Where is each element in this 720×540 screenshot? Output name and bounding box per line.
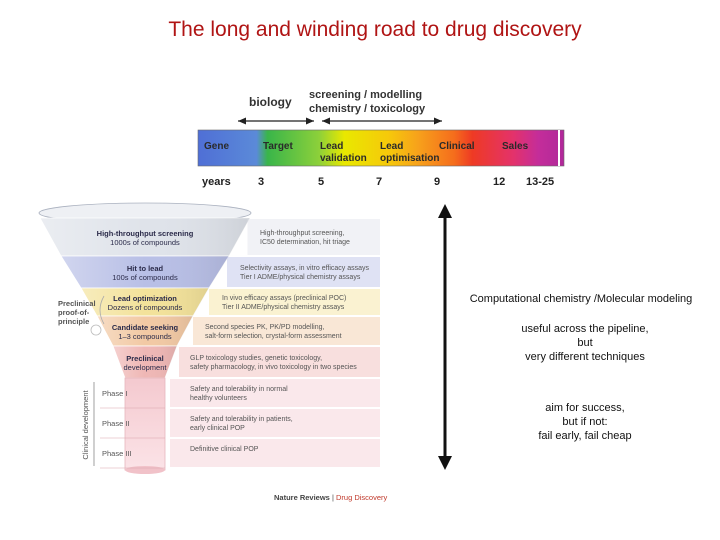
funnel-stage-name-2: Lead optimization: [113, 294, 177, 303]
year-3: 9: [434, 176, 440, 188]
screening-label: screening / modelling: [309, 89, 422, 101]
funnel-desc-line1-2: In vivo efficacy assays (preclinical POC…: [222, 295, 346, 302]
funnel-desc-line1-1: Selectivity assays, in vitro efficacy as…: [240, 265, 370, 272]
year-0: 3: [258, 176, 264, 188]
clinical-tube: [124, 377, 166, 471]
funnel-stage-detail-1: 100s of compounds: [112, 273, 178, 282]
funnel-desc-band-3: [193, 317, 380, 345]
funnel-desc-band-2: [209, 289, 380, 315]
funnel-stage-name-4: Preclinical: [126, 354, 164, 363]
stage-label-0: Gene: [204, 141, 229, 152]
biology-label: biology: [249, 95, 292, 109]
source-credit: Nature Reviews | Drug Discovery: [274, 493, 387, 502]
phase-desc-line2-1: early clinical POP: [190, 425, 245, 432]
useful-line-2: but: [577, 337, 593, 349]
years-label: years: [202, 176, 231, 188]
funnel-desc-line2-0: IC50 determination, hit triage: [260, 239, 350, 246]
source-section: Drug Discovery: [336, 493, 388, 502]
aim-line-2: but if not:: [562, 416, 608, 428]
aim-line-1: aim for success,: [545, 402, 625, 414]
source-journal: Nature Reviews: [274, 493, 330, 502]
useful-line-3: very different techniques: [525, 351, 645, 363]
funnel-desc-line1-4: GLP toxicology studies, genetic toxicolo…: [190, 355, 322, 362]
funnel-desc-band-4: [179, 347, 380, 377]
phase-desc-line1-0: Safety and tolerability in normal: [190, 386, 288, 393]
phase-desc-line1-2: Definitive clinical POP: [190, 446, 259, 453]
pipeline-bar: [198, 130, 564, 166]
phase-desc-line2-0: healthy volunteers: [190, 395, 247, 402]
years-row: years 3 5 7 9 12 13-25: [202, 176, 554, 188]
phase-desc-line1-1: Safety and tolerability in patients,: [190, 416, 293, 423]
funnel-desc-line1-0: High-throughput screening,: [260, 230, 344, 237]
funnel-stage-detail-4: development: [124, 363, 168, 372]
stage-label-4: Clinical: [439, 141, 475, 152]
year-5: 13-25: [526, 176, 554, 188]
year-2: 7: [376, 176, 382, 188]
funnel-desc-line1-3: Second species PK, PK/PD modelling,: [205, 324, 325, 331]
stage-label-3: Lead: [380, 141, 403, 152]
proof-of-principle-line-2: principle: [58, 317, 89, 326]
phase-name-0: Phase I: [102, 389, 127, 398]
screening-span-arrow: [322, 117, 442, 125]
clinical-development-label: Clinical development: [81, 389, 90, 459]
biology-span-arrow: [238, 117, 314, 125]
funnel-stage-name-1: Hit to lead: [127, 264, 164, 273]
funnel-desc-band-1: [227, 257, 380, 287]
funnel-stage-detail-3: 1–3 compounds: [118, 332, 172, 341]
year-4: 12: [493, 176, 505, 188]
useful-line-1: useful across the pipeline,: [521, 323, 649, 335]
funnel-desc-line2-1: Tier I ADME/physical chemistry assays: [240, 274, 361, 281]
phase-name-1: Phase II: [102, 419, 130, 428]
phase-desc-band-2: [170, 439, 380, 467]
aim-line-3: fail early, fail cheap: [538, 430, 632, 442]
tube-bottom: [125, 466, 165, 474]
funnel-stage-name-3: Candidate seeking: [112, 323, 179, 332]
phase-desc-band-1: [170, 409, 380, 437]
page-title: The long and winding road to drug discov…: [168, 18, 582, 41]
useful-note: useful across the pipeline, but very dif…: [480, 322, 690, 364]
funnel-stage-detail-2: Dozens of compounds: [108, 303, 183, 312]
funnel-desc-line2-2: Tier II ADME/physical chemistry assays: [222, 304, 345, 311]
funnel-desc-line2-3: salt-form selection, crystal-form assess…: [205, 333, 342, 340]
computational-chemistry-note: Computational chemistry /Molecular model…: [469, 293, 693, 305]
year-1: 5: [318, 176, 324, 188]
double-headed-arrow: [438, 204, 452, 470]
stage-label-1: Target: [263, 141, 293, 152]
stage-sublabel-3: optimisation: [380, 153, 439, 164]
funnel-stage-name-0: High-throughput screening: [97, 229, 194, 238]
phase-desc-band-0: [170, 379, 380, 407]
stage-label-2: Lead: [320, 141, 343, 152]
stage-sublabel-2: validation: [320, 153, 367, 164]
proof-of-principle-marker: [90, 324, 102, 336]
aim-note: aim for success, but if not: fail early,…: [490, 401, 680, 443]
proof-of-principle-line-1: proof-of-: [58, 308, 90, 317]
chemistry-label: chemistry / toxicology: [309, 103, 426, 115]
funnel-stage-detail-0: 1000s of compounds: [110, 238, 180, 247]
source-separator: |: [330, 493, 336, 502]
proof-of-principle-line-0: Preclinical: [58, 299, 96, 308]
funnel-desc-band-0: [247, 219, 380, 255]
phase-name-2: Phase III: [102, 449, 132, 458]
funnel-desc-line2-4: safety pharmacology, in vivo toxicology …: [190, 364, 357, 371]
stage-label-5: Sales: [502, 141, 529, 152]
